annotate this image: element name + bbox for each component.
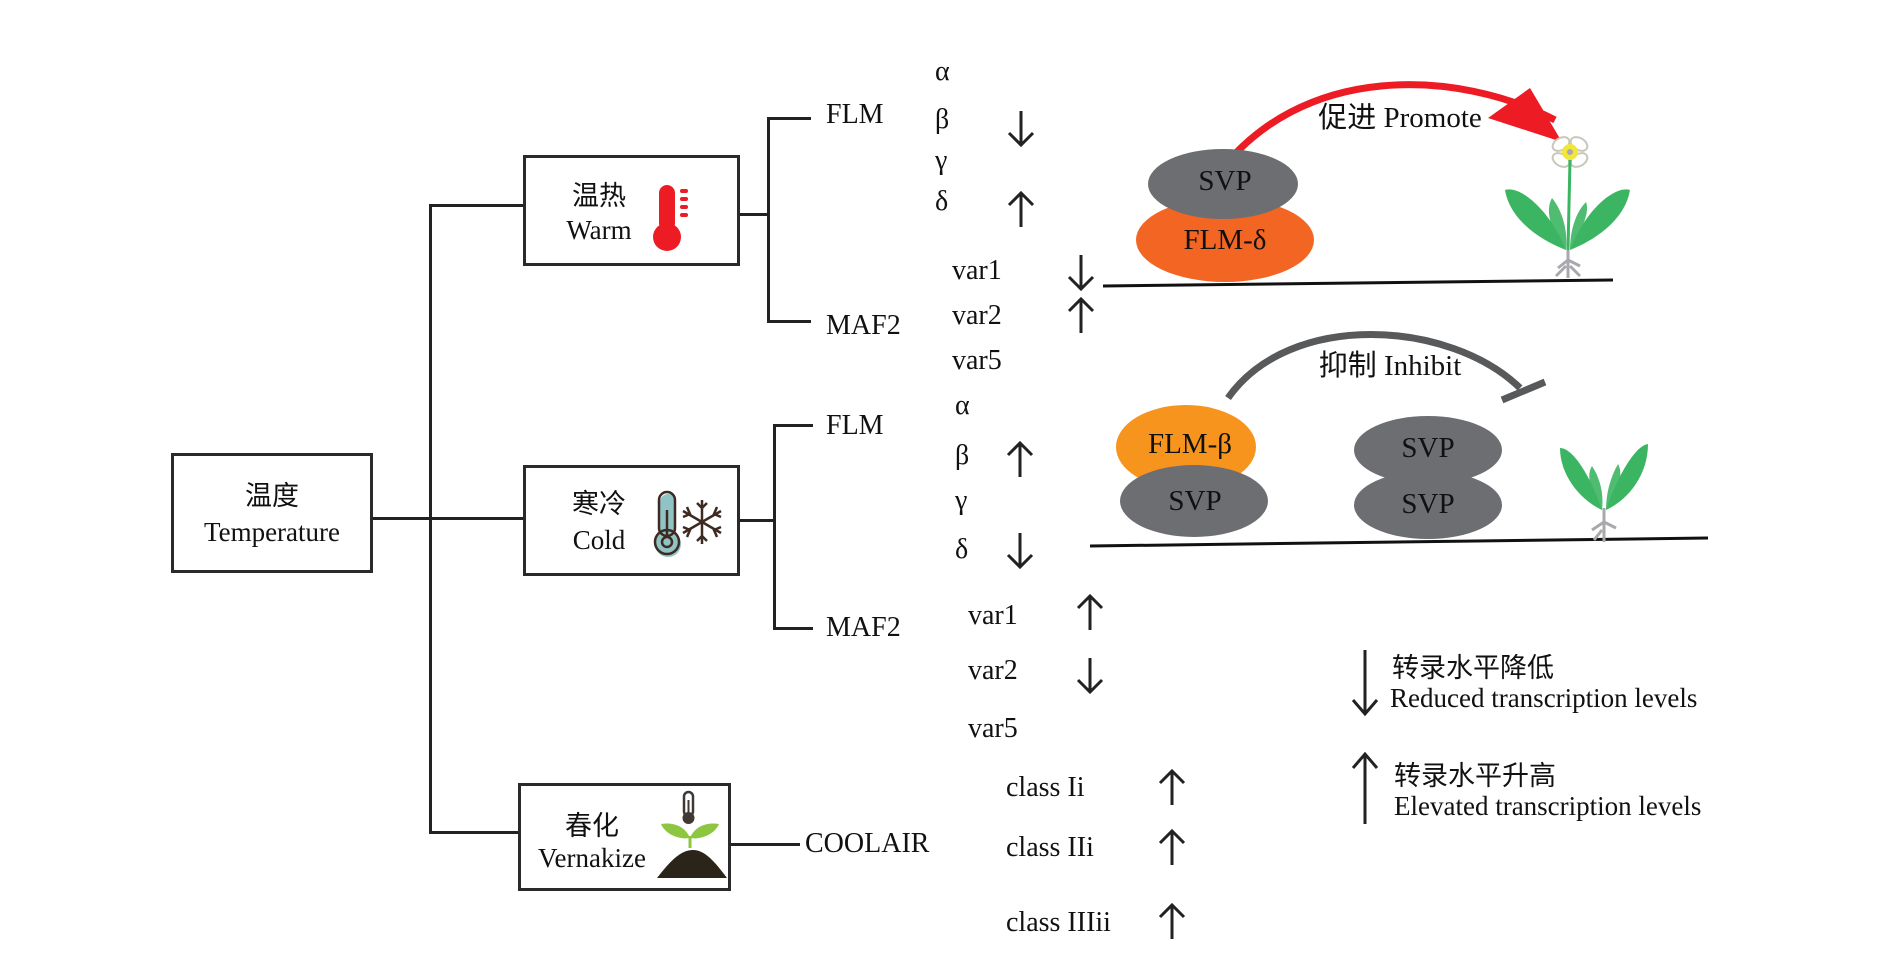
cold-flm-isoform-label: β — [955, 440, 970, 471]
warm-flm-isoform-label: β — [935, 104, 950, 135]
inhibit-label: 抑制 Inhibit — [1318, 350, 1462, 382]
warm-box: 温热 Warm — [523, 155, 740, 266]
warm-maf2-label: MAF2 — [826, 310, 901, 341]
promote-arrowhead — [1488, 88, 1562, 142]
warm-flm-branch — [767, 117, 811, 120]
root-connector — [372, 517, 602, 520]
up-arrow-icon — [1006, 440, 1034, 477]
cold-zh: 寒冷 — [572, 489, 626, 519]
cold-flm-label: FLM — [826, 410, 884, 441]
svp-label-cold-2: SVP — [1401, 432, 1455, 464]
legend-up-en: Elevated transcription levels — [1394, 791, 1702, 821]
svp-label-warm: SVP — [1198, 165, 1252, 197]
temperature-box: 温度 Temperature — [171, 453, 373, 573]
cold-flm-isoform-label: γ — [955, 485, 968, 516]
svp-label-cold-3: SVP — [1401, 488, 1455, 520]
svp-ellipse-lower — [1120, 465, 1268, 537]
trunk-vertical — [429, 204, 432, 834]
coolair-label: COOLAIR — [805, 828, 930, 859]
svp-ellipse — [1148, 149, 1298, 219]
up-arrow-icon — [1067, 296, 1095, 333]
cold-flm-branch — [773, 424, 813, 427]
coolair-class-label: class IIIii — [1006, 907, 1111, 938]
cold-flm-isoform-label: δ — [955, 534, 969, 565]
temperature-zh: 温度 — [245, 481, 299, 511]
thermometer-hot-icon — [653, 185, 688, 251]
vernalize-en: Vernakize — [538, 843, 646, 873]
warm-en: Warm — [566, 215, 632, 245]
flm-beta-label: FLM-β — [1147, 428, 1233, 460]
warm-flm-isoform-label: δ — [935, 186, 949, 217]
warm-zh: 温热 — [572, 181, 626, 211]
coolair-class-label: class Ii — [1006, 772, 1085, 803]
legend-up-zh: 转录水平升高 — [1394, 761, 1556, 791]
down-arrow-icon — [1006, 533, 1034, 570]
warm-connector — [737, 213, 769, 216]
cold-maf2-variant-label: var1 — [968, 600, 1018, 631]
cold-maf2-variant-label: var5 — [968, 713, 1018, 744]
branch-warm — [429, 204, 523, 207]
flm-delta-label: FLM-δ — [1183, 224, 1267, 256]
warm-flm-isoform-label: γ — [935, 145, 948, 176]
flm-delta-svp-complex — [1136, 149, 1314, 282]
promote-label: 促进 Promote — [1318, 102, 1482, 134]
up-arrow-icon — [1158, 768, 1186, 805]
up-arrow-icon — [1076, 593, 1104, 630]
warm-flm-label: FLM — [826, 99, 884, 130]
cold-flm-isoform-label: α — [955, 390, 970, 421]
warm-maf2-variant-label: var2 — [952, 300, 1002, 331]
flm-delta-ellipse — [1136, 198, 1314, 282]
warm-bracket — [767, 117, 770, 322]
up-arrow-icon — [1007, 190, 1035, 227]
thermometer-snowflake-icon — [653, 490, 722, 557]
svp-label-cold-1: SVP — [1168, 485, 1222, 517]
flowering-plant-icon — [1505, 136, 1630, 278]
warm-maf2-variant-label: var5 — [952, 345, 1002, 376]
down-arrow-icon — [1067, 255, 1095, 292]
svp-svp-dimer — [1354, 416, 1502, 539]
warm-maf2-branch — [767, 320, 811, 323]
cold-en: Cold — [572, 525, 626, 555]
temperature-en: Temperature — [203, 517, 341, 547]
cold-bracket — [773, 424, 776, 629]
up-arrow-icon — [1158, 902, 1186, 939]
down-arrow-icon — [1007, 111, 1035, 148]
cold-maf2-label: MAF2 — [826, 612, 901, 643]
inhibit-arc — [1225, 331, 1523, 401]
warm-flm-isoform-label: α — [935, 56, 950, 87]
cold-box: 寒冷 Cold — [523, 465, 740, 576]
svp-ellipse-top — [1354, 416, 1502, 484]
vernalize-connector — [730, 843, 800, 846]
branch-vernalize — [429, 831, 519, 834]
vegetative-plant-icon — [1560, 444, 1648, 542]
legend-down-zh: 转录水平降低 — [1392, 653, 1554, 683]
warm-maf2-variant-label: var1 — [952, 255, 1002, 286]
cold-maf2-variant-label: var2 — [968, 655, 1018, 686]
legend-down-en: Reduced transcription levels — [1390, 683, 1698, 713]
svp-ellipse-bottom — [1354, 471, 1502, 539]
legend-down-arrow-icon — [1351, 650, 1379, 717]
vernalize-zh: 春化 — [565, 811, 619, 841]
vernalize-box: 春化 Vernakize — [518, 783, 731, 891]
down-arrow-icon — [1076, 658, 1104, 695]
legend-up-arrow-icon — [1351, 751, 1379, 824]
up-arrow-icon — [1158, 828, 1186, 865]
seedling-thermometer-icon — [657, 790, 727, 878]
ground-line-warm — [1102, 278, 1614, 288]
coolair-class-label: class IIi — [1006, 832, 1094, 863]
cold-connector — [740, 519, 775, 522]
flm-beta-svp-complex — [1116, 405, 1268, 537]
inhibit-bar — [1500, 378, 1547, 404]
cold-maf2-branch — [773, 627, 813, 630]
